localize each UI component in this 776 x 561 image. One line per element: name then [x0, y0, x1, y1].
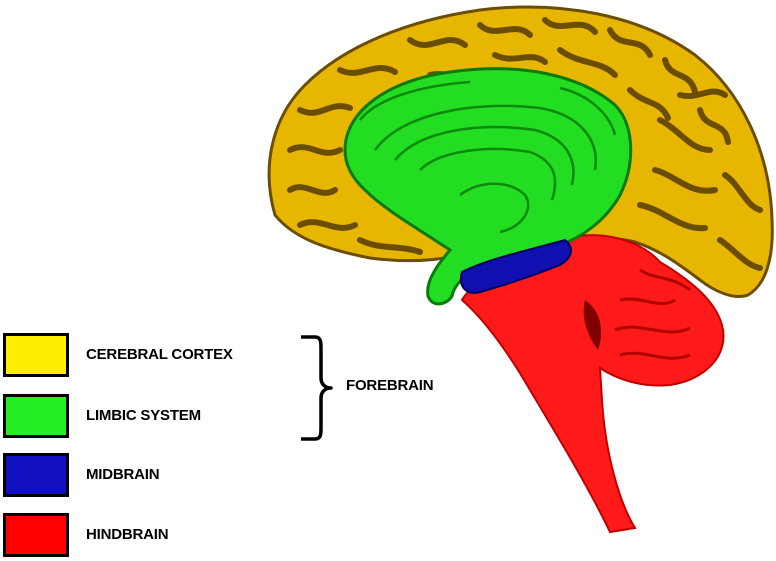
forebrain-group-label: FOREBRAIN [346, 377, 434, 394]
legend-label-hindbrain: HINDBRAIN [86, 526, 169, 543]
legend-label-limbic-system: LIMBIC SYSTEM [86, 407, 201, 424]
forebrain-bracket [301, 335, 333, 441]
midbrain-region [460, 238, 572, 294]
legend-swatch-red [3, 513, 69, 557]
legend-swatch-green [3, 394, 69, 438]
legend-swatch-blue [3, 453, 69, 497]
legend-label-midbrain: MIDBRAIN [86, 466, 160, 483]
hindbrain-region [460, 234, 725, 534]
legend-label-cerebral-cortex: CEREBRAL CORTEX [86, 346, 233, 363]
legend-swatch-yellow [3, 333, 69, 377]
